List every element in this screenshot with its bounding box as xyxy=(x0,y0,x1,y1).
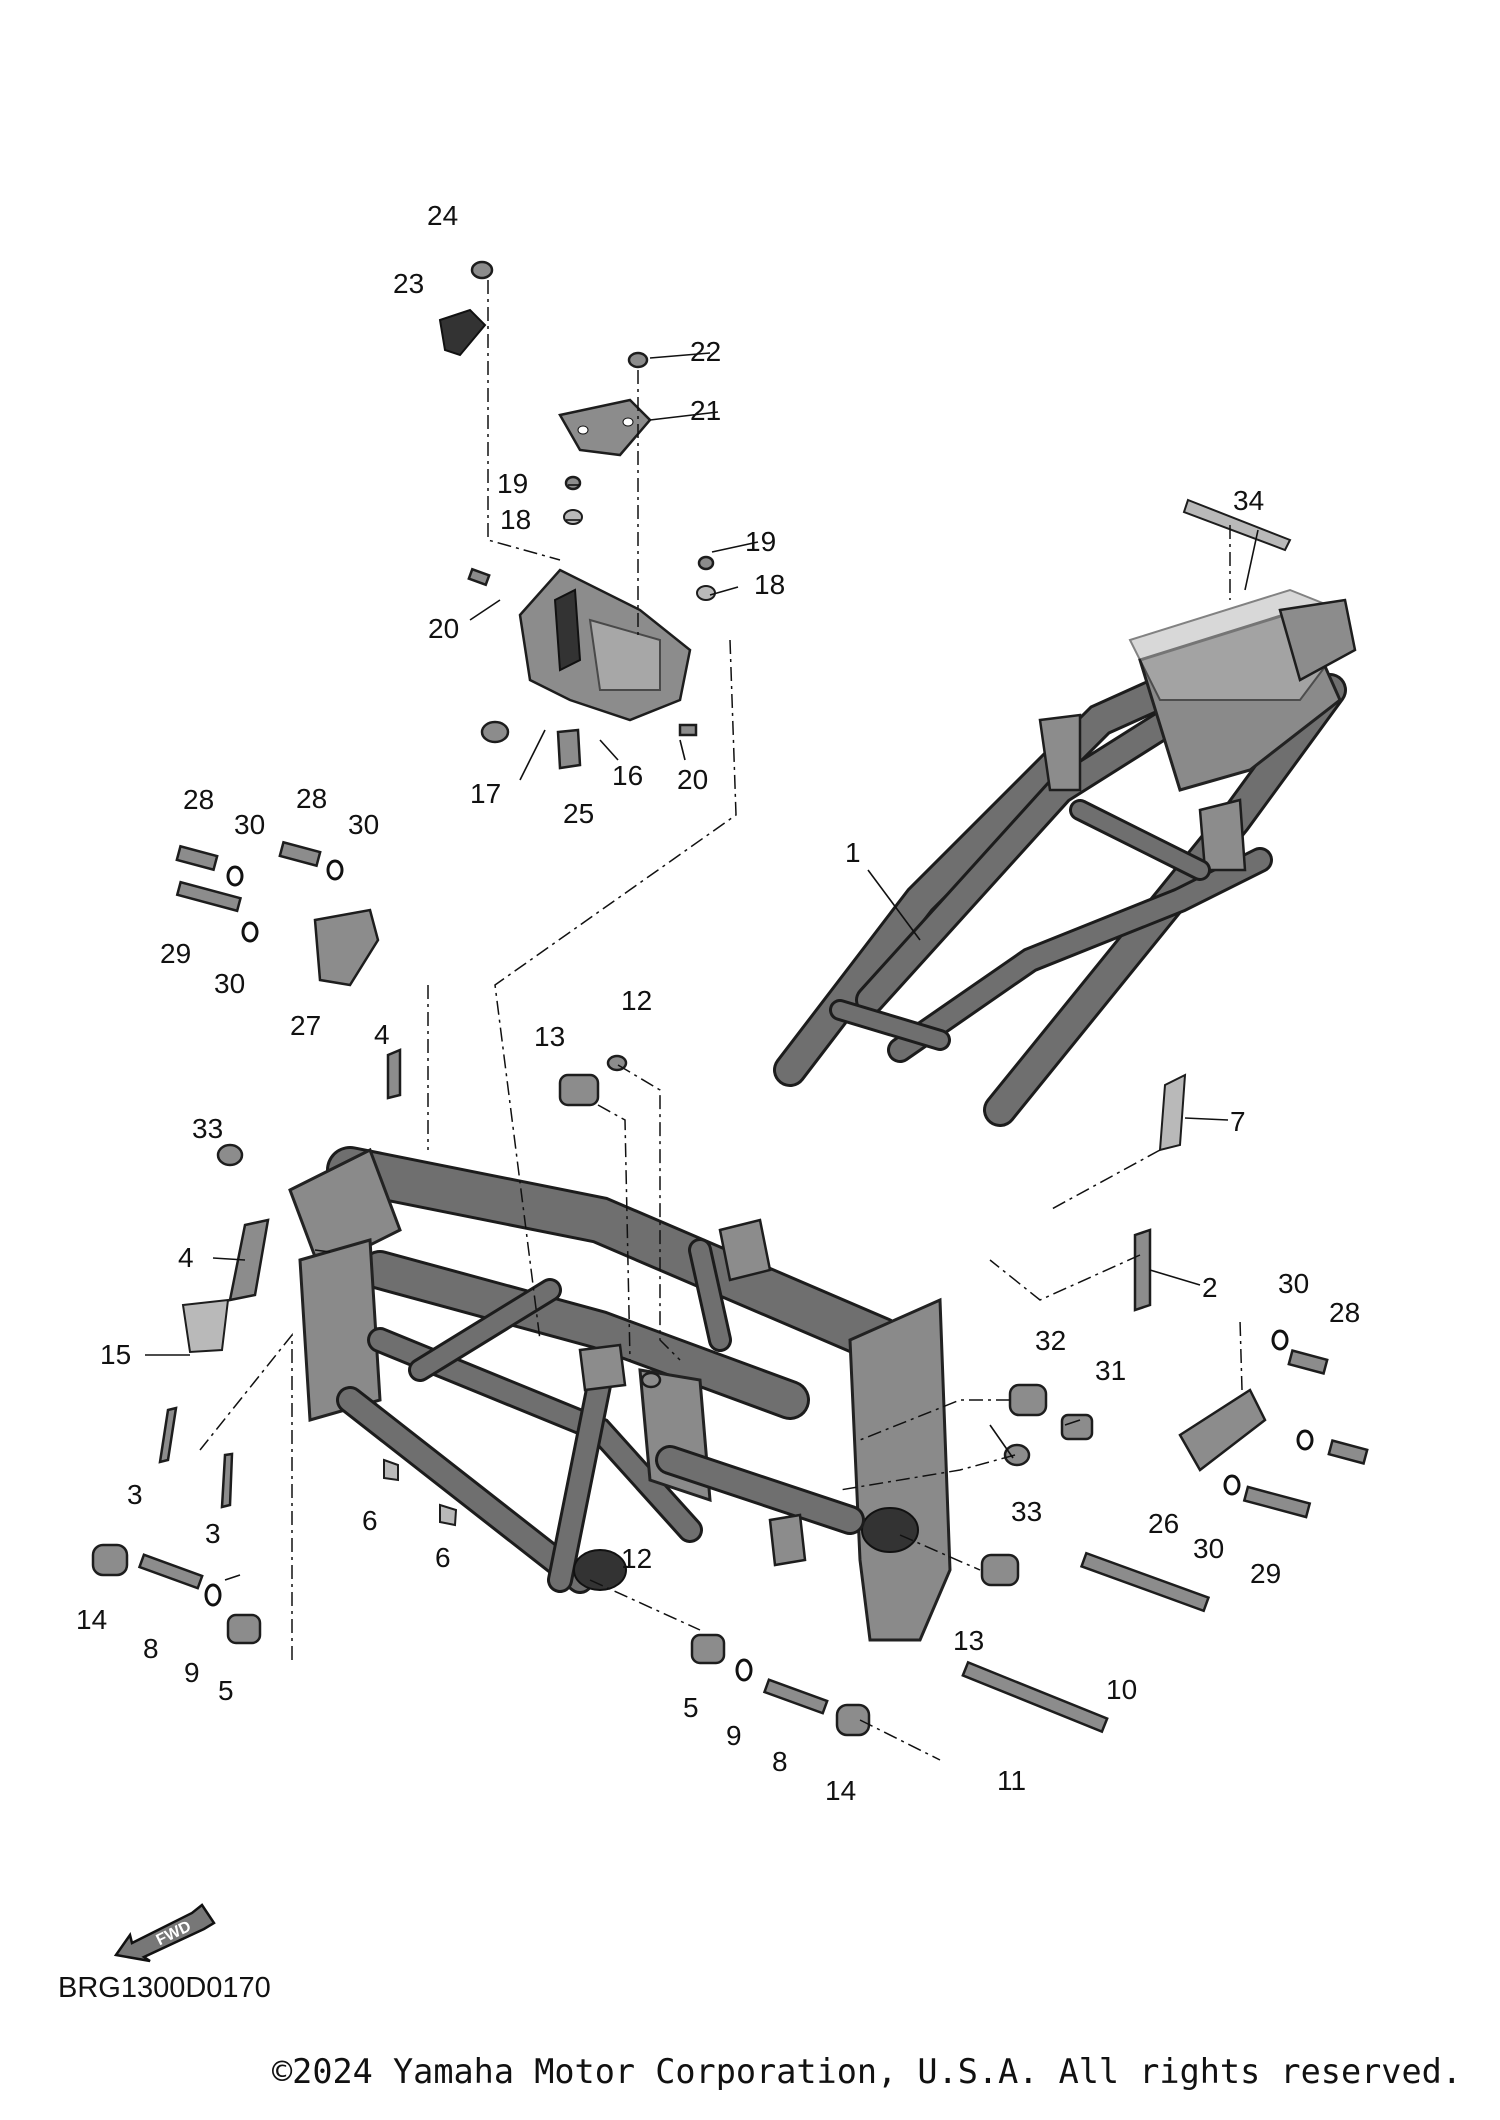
callout-20b: 20 xyxy=(677,764,708,795)
callout-29b: 29 xyxy=(1250,1558,1281,1589)
callout-25: 25 xyxy=(563,798,594,829)
callout-8: 8 xyxy=(143,1633,159,1664)
callout-28b: 28 xyxy=(296,783,327,814)
copyright-notice: ©2024 Yamaha Motor Corporation, U.S.A. A… xyxy=(272,2052,1462,2091)
callout-2: 2 xyxy=(1202,1272,1218,1303)
leader-lines xyxy=(145,352,1259,1581)
callout-10: 10 xyxy=(1106,1674,1137,1705)
callout-9b: 9 xyxy=(726,1720,742,1751)
battery-cover-hole xyxy=(577,425,589,435)
callout-5: 5 xyxy=(218,1675,234,1706)
callout-23: 23 xyxy=(393,268,424,299)
callout-27: 27 xyxy=(290,1010,321,1041)
callout-3: 3 xyxy=(127,1479,143,1510)
callout-21: 21 xyxy=(690,395,721,426)
fwd-arrow-icon: FWD xyxy=(113,1903,216,1963)
callout-19b: 19 xyxy=(745,526,776,557)
main-frame[interactable] xyxy=(288,588,1357,1642)
callout-24: 24 xyxy=(427,200,458,231)
callout-11: 11 xyxy=(997,1765,1026,1796)
callout-1: 1 xyxy=(845,837,861,868)
callout-18b: 18 xyxy=(754,569,785,600)
callout-6b: 6 xyxy=(435,1542,451,1573)
callout-22: 22 xyxy=(690,336,721,367)
callout-29: 29 xyxy=(160,938,191,969)
callout-12b: 12 xyxy=(621,1543,652,1574)
callout-33b: 33 xyxy=(1011,1496,1042,1527)
callout-31: 31 xyxy=(1095,1355,1126,1386)
callout-30e: 30 xyxy=(1193,1533,1224,1564)
callout-30c: 30 xyxy=(214,968,245,999)
callout-20: 20 xyxy=(428,613,459,644)
callout-34: 34 xyxy=(1233,485,1264,516)
callout-30b: 30 xyxy=(348,809,379,840)
bracket-23[interactable] xyxy=(438,308,487,357)
callout-30: 30 xyxy=(234,809,265,840)
callout-28c: 28 xyxy=(1329,1297,1360,1328)
callout-7: 7 xyxy=(1230,1106,1246,1137)
callout-9: 9 xyxy=(184,1657,200,1688)
callout-32: 32 xyxy=(1035,1325,1066,1356)
callout-13: 13 xyxy=(534,1021,565,1052)
callouts: 1 2 3 3 4 4 5 5 6 6 7 8 8 9 9 10 11 12 1… xyxy=(76,200,1360,1806)
callout-4b: 4 xyxy=(178,1242,194,1273)
hardware[interactable] xyxy=(91,260,1369,1737)
callout-12: 12 xyxy=(621,985,652,1016)
callout-33: 33 xyxy=(192,1113,223,1144)
callout-5b: 5 xyxy=(683,1692,699,1723)
callout-28: 28 xyxy=(183,784,214,815)
callout-30d: 30 xyxy=(1278,1268,1309,1299)
callout-18: 18 xyxy=(500,504,531,535)
callout-19: 19 xyxy=(497,468,528,499)
battery-cover[interactable] xyxy=(558,398,652,457)
callout-15: 15 xyxy=(100,1339,131,1370)
callout-4: 4 xyxy=(374,1019,390,1050)
battery-box[interactable] xyxy=(518,568,692,722)
battery-cover-hole-2 xyxy=(622,417,634,427)
callout-17: 17 xyxy=(470,778,501,809)
callout-14: 14 xyxy=(76,1604,107,1635)
callout-3b: 3 xyxy=(205,1518,221,1549)
diagram-code: BRG1300D0170 xyxy=(58,1972,271,2004)
callout-16: 16 xyxy=(612,760,643,791)
callout-13b: 13 xyxy=(953,1625,984,1656)
callout-6: 6 xyxy=(362,1505,378,1536)
callout-14b: 14 xyxy=(825,1775,856,1806)
callout-8b: 8 xyxy=(772,1746,788,1777)
callout-26: 26 xyxy=(1148,1508,1179,1539)
assembly-lines xyxy=(199,280,1243,1761)
